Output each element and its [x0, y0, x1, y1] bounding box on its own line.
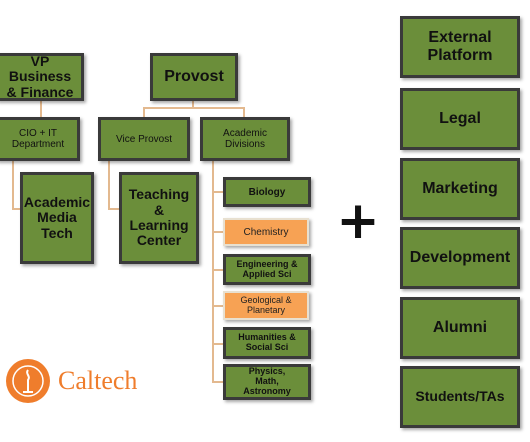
legal-box: Legal — [400, 88, 520, 150]
cio-it-box: CIO + IT Department — [0, 117, 80, 161]
connector-to-academic-divisions — [243, 107, 245, 117]
division-biology: Biology — [223, 177, 311, 207]
division-humanities: Humanities & Social Sci — [223, 327, 311, 359]
alumni-box: Alumni — [400, 297, 520, 359]
connector-div-2 — [212, 231, 224, 233]
students-tas-box: Students/TAs — [400, 366, 520, 428]
marketing-box: Marketing — [400, 158, 520, 220]
connector-teaching-horizontal — [108, 208, 120, 210]
connector-div-4 — [212, 305, 224, 307]
connector-div-6 — [212, 381, 224, 383]
division-chemistry: Chemistry — [223, 218, 309, 246]
external-platform-box: External Platform — [400, 16, 520, 78]
plus-sign: + — [336, 191, 380, 251]
vice-provost-box: Vice Provost — [98, 117, 190, 161]
caltech-wordmark: Caltech — [58, 366, 138, 395]
vp-business-finance-box: VP Business & Finance — [0, 53, 84, 101]
connector-divisions-spine — [212, 160, 214, 383]
academic-media-tech-box: Academic Media Tech — [20, 172, 94, 264]
division-engineering: Engineering & Applied Sci — [223, 254, 311, 285]
connector-vice-to-teaching — [108, 160, 110, 210]
teaching-learning-center-box: Teaching & Learning Center — [119, 172, 199, 264]
caltech-seal-icon — [6, 359, 50, 403]
provost-box: Provost — [150, 53, 238, 101]
connector-div-1 — [212, 191, 224, 193]
caltech-logo: Caltech — [0, 350, 165, 412]
connector-media-horizontal — [12, 208, 22, 210]
connector-to-vice-provost — [143, 107, 145, 117]
division-physics-math-astronomy: Physics, Math, Astronomy — [223, 364, 311, 400]
connector-provost-down — [192, 100, 194, 108]
connector-provost-horizontal — [143, 107, 244, 109]
division-geological: Geological & Planetary — [223, 291, 309, 320]
development-box: Development — [400, 227, 520, 289]
academic-divisions-box: Academic Divisions — [200, 117, 290, 161]
connector-vp-down — [40, 100, 42, 117]
connector-cio-to-media — [12, 160, 14, 210]
connector-div-3 — [212, 269, 224, 271]
connector-div-5 — [212, 343, 224, 345]
